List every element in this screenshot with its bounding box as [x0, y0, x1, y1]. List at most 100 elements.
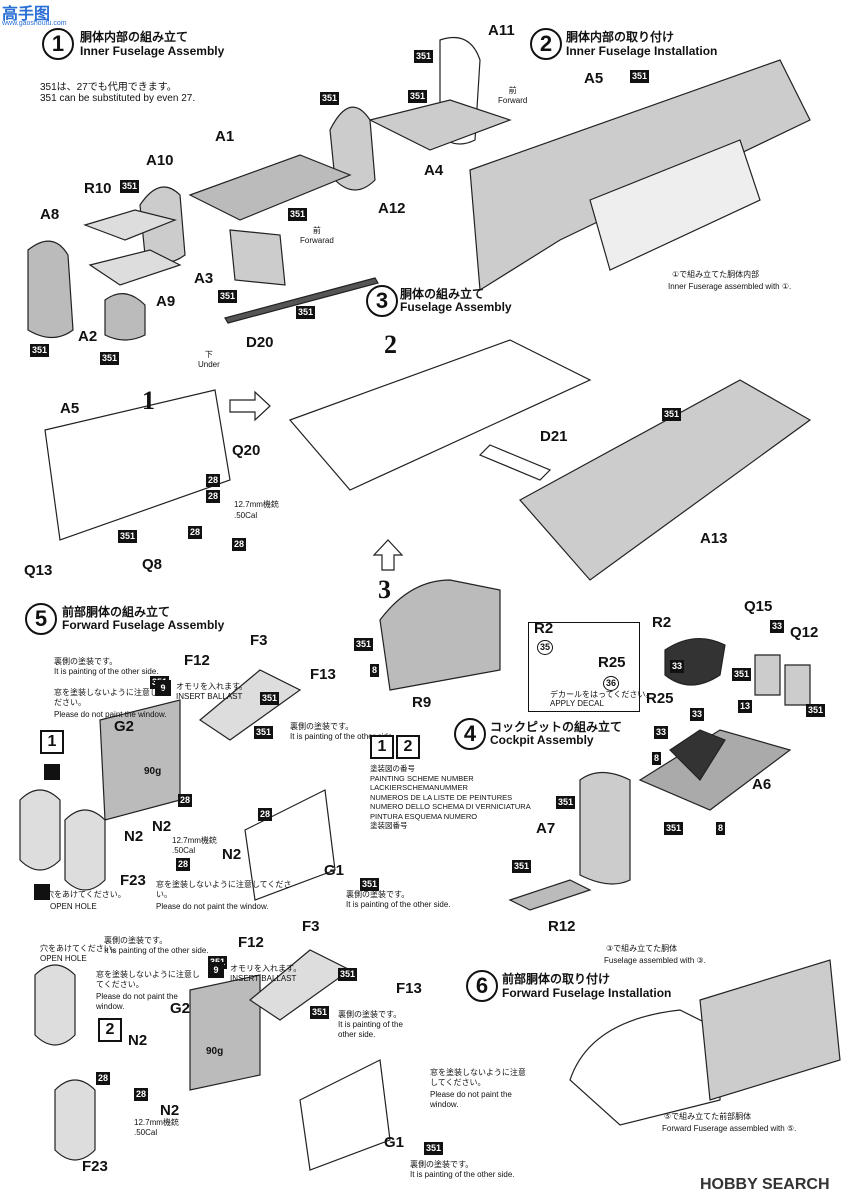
- step5-number: 5: [25, 603, 57, 635]
- paint-other-en-b3: It is painting of the other side.: [410, 1170, 515, 1179]
- part-n2-b: N2: [124, 828, 144, 845]
- tag-351: 351: [100, 352, 120, 365]
- inner-fuselage-en: Inner Fuserage assembled with ①.: [668, 282, 792, 291]
- part-f12: F12: [184, 652, 210, 669]
- paint-other-jp-b3: 裏側の塗装です。: [410, 1160, 474, 1169]
- scheme-line: NUMERO DELLO SCHEMA DI VERNICIATURA: [370, 802, 531, 811]
- f23-nose-5b-a: [34, 964, 76, 1046]
- arrow-down: [372, 539, 404, 571]
- tag-351: 351: [806, 704, 826, 717]
- part-n2: N2: [152, 818, 172, 835]
- r12-floor: [508, 879, 592, 911]
- part-r9: R9: [412, 694, 432, 711]
- step6-title-jp: 前部胴体の取り付け: [502, 972, 611, 986]
- a4-floor: [368, 99, 512, 151]
- step4-number: 4: [454, 718, 486, 750]
- tag-28: 28: [206, 490, 221, 503]
- fuselage-6-main: [699, 959, 841, 1101]
- decal-box: [528, 622, 640, 712]
- step4-title-en: Cockpit Assembly: [490, 733, 594, 747]
- scheme-2-legend: 2: [396, 735, 420, 759]
- part-g2-b: G2: [170, 1000, 191, 1017]
- part-a13: A13: [700, 530, 728, 547]
- tag-351: 351: [354, 638, 374, 651]
- forward-fuselage-3: [379, 579, 501, 691]
- ballast-jp-b: オモリを入れます。: [230, 964, 302, 973]
- tag-351: 351: [512, 860, 532, 873]
- ballast-icon: 9: [208, 962, 224, 978]
- part-g2: G2: [114, 718, 135, 735]
- weight-label: 90g: [144, 766, 162, 777]
- tag-351: 351: [254, 726, 274, 739]
- inner-fuselage-jp: ①で組み立てた胴体内部: [672, 270, 760, 279]
- step3-title-jp: 胴体の組み立て: [400, 287, 485, 301]
- hobbysearch-watermark: HOBBY SEARCH: [700, 1176, 830, 1193]
- sub-assembly-2-marker: 2: [384, 330, 397, 359]
- a1-floor: [188, 154, 352, 221]
- step6-number: 6: [466, 970, 498, 1002]
- fwd-fuse5-jp: ⑤で組み立てた前部胴体: [664, 1112, 752, 1121]
- part-a10: A10: [146, 152, 174, 169]
- part-r10: R10: [84, 180, 112, 197]
- part-a5-step3: A5: [60, 400, 80, 417]
- g1-side-5a: [244, 789, 336, 901]
- a12-bulkhead: [329, 106, 376, 191]
- tag-351: 351: [664, 822, 684, 835]
- under-label: 下 Under: [198, 350, 220, 369]
- nopaint-en: Please do not paint the window.: [54, 710, 167, 719]
- substitute-jp: 351は、27でも代用できます。: [40, 82, 177, 93]
- inner-fuselage-frames: [589, 139, 761, 271]
- tag-351: 351: [338, 968, 358, 981]
- tag-28: 28: [188, 526, 203, 539]
- forward-fuselage-6: [569, 1009, 721, 1126]
- tag-351: 351: [556, 796, 576, 809]
- part-r12: R12: [548, 918, 576, 935]
- part-n2-c: N2: [222, 846, 242, 863]
- paint-other-en-3: It is painting of the other side.: [346, 900, 451, 909]
- tag-351: 351: [30, 344, 50, 357]
- sub-assembly-1-marker: 1: [142, 386, 155, 415]
- f23-nose-5a: [19, 789, 61, 871]
- part-r25-decal: R25: [598, 654, 626, 671]
- tag-28: 28: [134, 1088, 149, 1101]
- paint-other-jp: 裏側の塗装です。: [54, 657, 118, 666]
- watermark-url: www.gaoshoutu.com: [2, 20, 67, 27]
- nopaint-en-5: Please do not paint the window.: [156, 902, 269, 911]
- part-q15: Q15: [744, 598, 773, 615]
- tag-351: 351: [218, 290, 238, 303]
- openhole-en: OPEN HOLE: [50, 902, 97, 911]
- f3-top-5b: [248, 949, 352, 1021]
- ballast-icon: 9: [155, 680, 171, 696]
- part-q8: Q8: [142, 556, 163, 573]
- mg-label-en: .50Cal: [234, 511, 258, 520]
- part-a6: A6: [752, 776, 772, 793]
- part-d21: D21: [540, 428, 568, 445]
- part-a11: A11: [488, 22, 515, 39]
- paint-other-en-2: It is painting of the other side.: [290, 732, 395, 741]
- step2-title-jp: 胴体内部の取り付け: [566, 30, 675, 44]
- part-n2-d: N2: [128, 1032, 148, 1049]
- scheme-line: NUMEROS DE LA LISTE DE PEINTURES: [370, 792, 513, 802]
- tag-8: 8: [652, 752, 662, 765]
- step3-title-en: Fuselage Assembly: [400, 300, 512, 314]
- nopaint-en-b: Please do not paint the window.: [96, 992, 178, 1011]
- part-r2: R2: [652, 614, 672, 631]
- tag-33: 33: [770, 620, 785, 633]
- step2-number: 2: [530, 28, 562, 60]
- paint-other-en-b2: It is painting of the other side.: [338, 1020, 403, 1039]
- cockpit-seat-block: [669, 729, 726, 781]
- q12-seat-right: [784, 664, 811, 706]
- tag-28: 28: [232, 538, 247, 551]
- paint-mark-icon: [44, 764, 60, 780]
- decal-35: 35: [537, 640, 554, 655]
- fuse-assembled3-jp: ③で組み立てた胴体: [606, 944, 678, 953]
- fuse-assembled3-en: Fuselage assembled with ③.: [604, 956, 706, 965]
- fuselage-a5-left: [44, 389, 231, 541]
- tag-351: 351: [120, 180, 140, 193]
- scheme-line: PAINTING SCHEME NUMBER: [370, 773, 474, 783]
- step5-title-en: Forward Fuselage Assembly: [62, 618, 225, 632]
- watermark-top: 高手图: [2, 6, 51, 23]
- scheme-1-legend: 1: [370, 735, 394, 759]
- mg-label-jp-5b: 12.7mm機銃: [134, 1118, 179, 1127]
- part-r25: R25: [646, 690, 674, 707]
